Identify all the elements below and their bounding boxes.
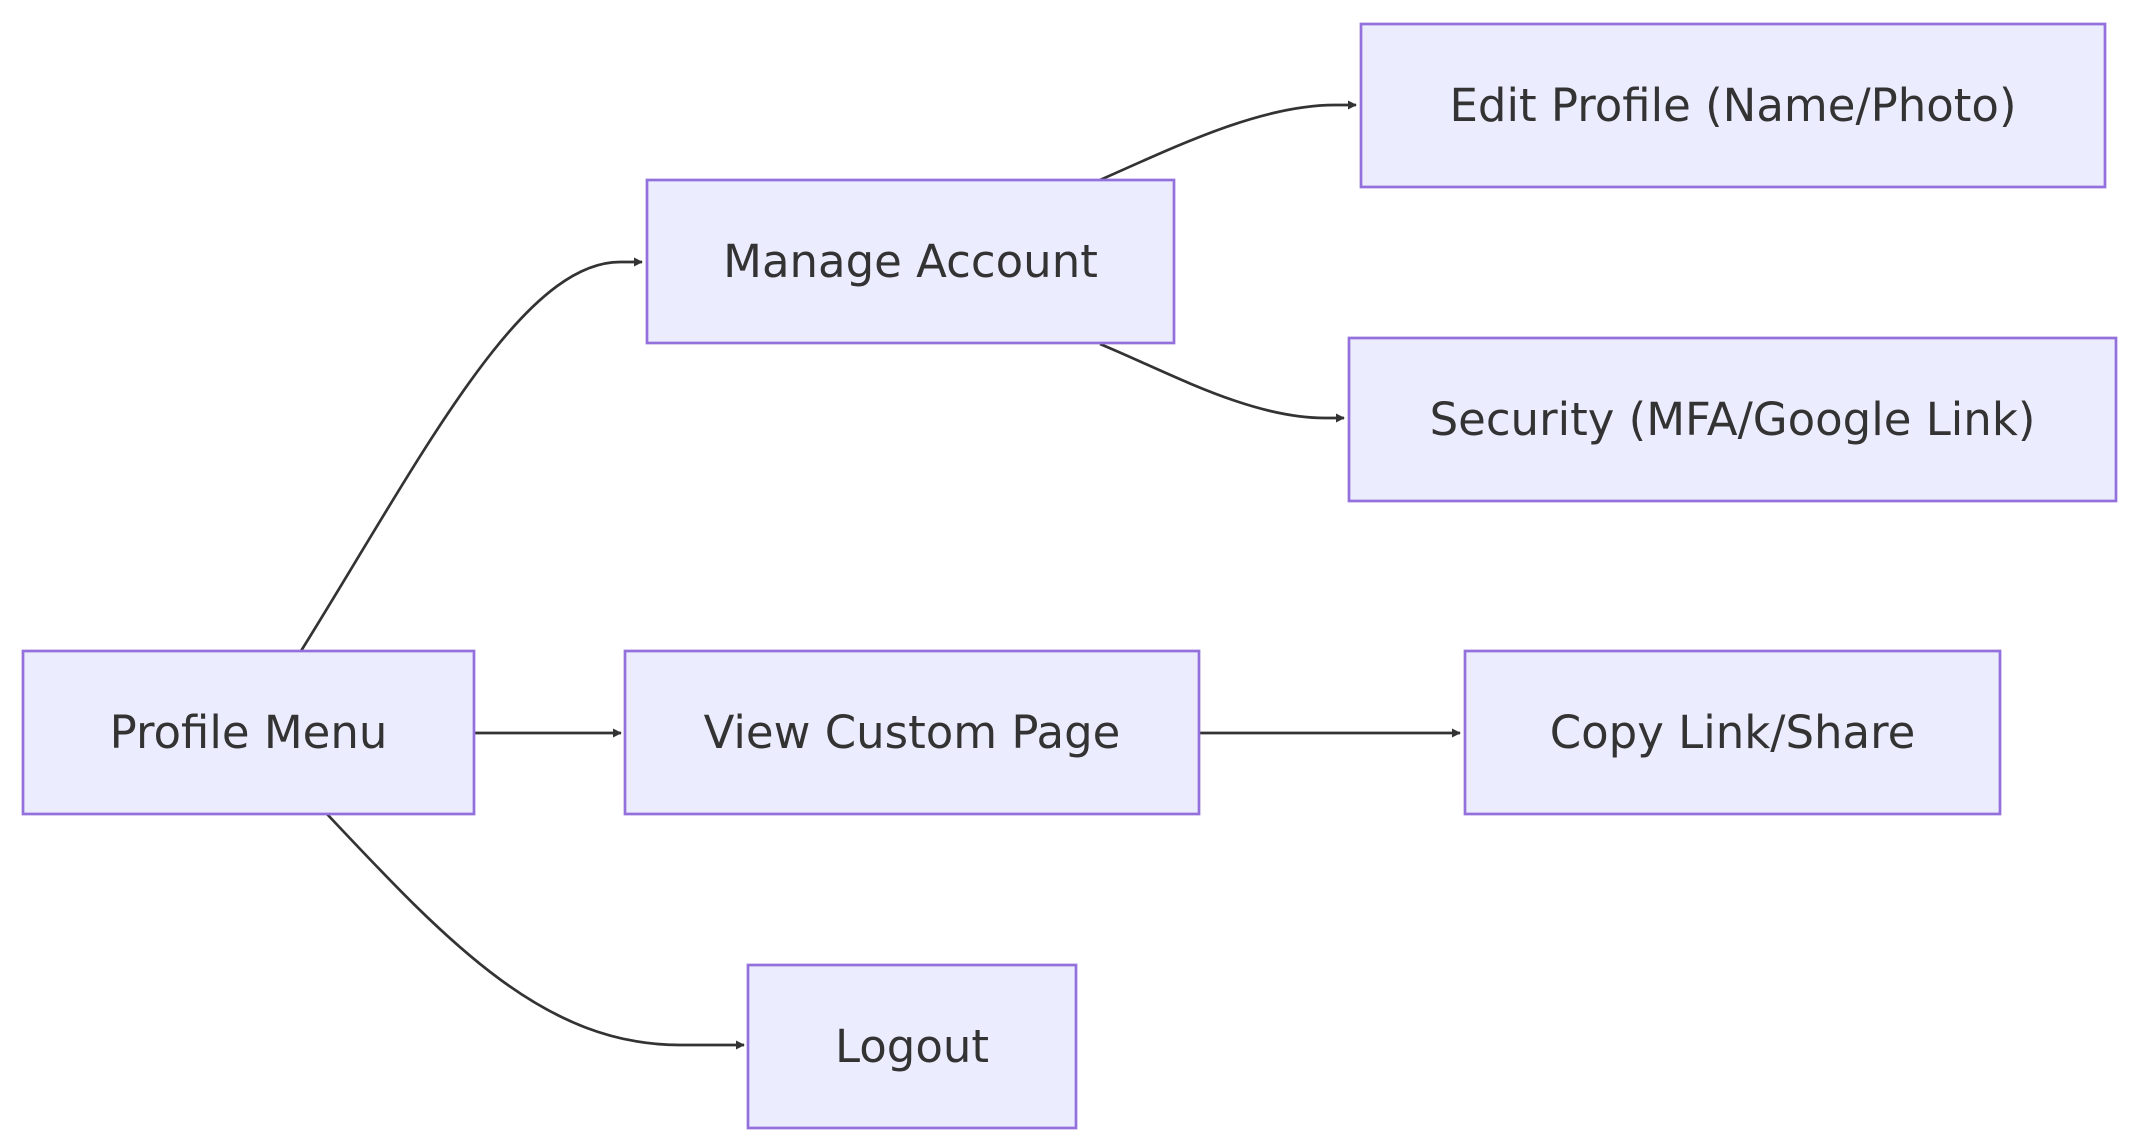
node-profile-menu[interactable]: Profile Menu xyxy=(21,649,476,816)
edge-profile-menu-to-manage-account xyxy=(299,257,643,652)
node-security[interactable]: Security (MFA/Google Link) xyxy=(1347,336,2118,503)
node-label: Edit Profile (Name/Photo) xyxy=(1449,79,2016,132)
node-manage-account[interactable]: Manage Account xyxy=(645,178,1176,345)
edge-profile-menu-to-logout xyxy=(326,813,745,1050)
node-label: Security (MFA/Google Link) xyxy=(1430,393,2036,446)
node-label: Profile Menu xyxy=(110,706,388,759)
node-logout[interactable]: Logout xyxy=(746,963,1078,1130)
node-edit-profile[interactable]: Edit Profile (Name/Photo) xyxy=(1359,22,2107,189)
edges xyxy=(299,100,1461,1050)
node-copy-link-share[interactable]: Copy Link/Share xyxy=(1463,649,2002,816)
edge-manage-account-to-edit-profile xyxy=(1099,100,1357,182)
node-label: Manage Account xyxy=(723,235,1098,288)
edge-manage-account-to-security xyxy=(1099,342,1345,423)
node-view-custom-page[interactable]: View Custom Page xyxy=(623,649,1201,816)
node-label: Copy Link/Share xyxy=(1550,706,1916,759)
node-label: View Custom Page xyxy=(704,706,1121,759)
node-label: Logout xyxy=(835,1020,989,1073)
